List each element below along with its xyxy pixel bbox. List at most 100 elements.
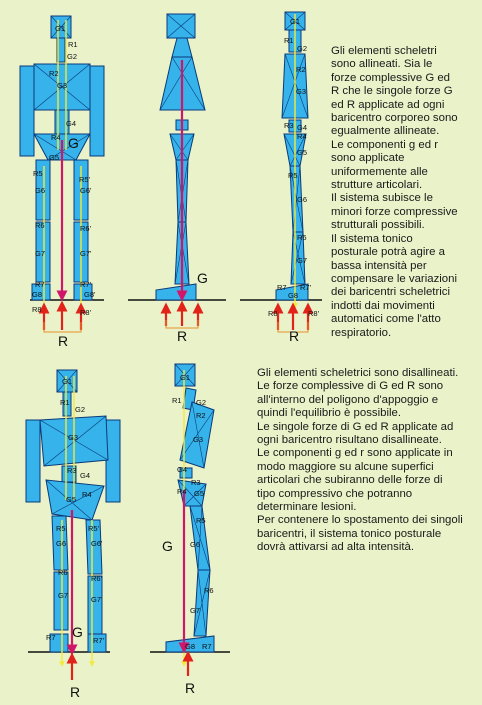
label-G4: G4	[177, 465, 187, 474]
figure-front-aligned: G1 R1 G2 R2 G3 G4 R4 G G5 R5 R5' G6 G6' …	[19, 15, 105, 349]
label-G4: G4	[80, 471, 90, 480]
label-R3: R3	[284, 121, 294, 130]
text-line: dovrà attivarsi ad alta intensità.	[257, 541, 415, 554]
label-G1: G1	[62, 377, 72, 386]
text-line: sono allineati. Sia le	[331, 58, 433, 71]
text-line: Le componenti g ed r sono applicate in	[257, 447, 453, 460]
label-G8: G8	[288, 291, 298, 300]
label-R4: R4	[297, 132, 307, 141]
label-G2: G2	[196, 398, 206, 407]
neck-block	[62, 391, 72, 417]
left-foot-block	[31, 283, 51, 301]
label-G5: G5	[49, 153, 59, 162]
label-G1: G1	[55, 24, 65, 33]
text-line: all'interno del poligono d'appoggio e	[257, 393, 439, 406]
text-line: baricentri, il sistema tonico posturale	[257, 527, 442, 540]
text-line: quindi l'equilibrio è possibile.	[257, 407, 402, 420]
label-G3: G3	[193, 435, 203, 444]
label-R7p: R7'	[80, 280, 92, 289]
label-G3: G3	[57, 81, 67, 90]
text-line: sono applicate	[331, 152, 405, 165]
label-G1: G1	[290, 17, 300, 26]
label-G5: G5	[297, 148, 307, 157]
label-R-total: R	[58, 333, 68, 349]
left-shin-block	[35, 221, 51, 283]
label-R4: R4	[177, 487, 187, 496]
text-line: respiratorio.	[331, 326, 392, 339]
label-R2: R2	[296, 65, 306, 74]
foot-block	[165, 635, 215, 653]
neck-block	[171, 37, 193, 58]
label-R-total: R	[185, 680, 195, 696]
text-line: Il sistema tonico	[331, 232, 413, 245]
right-foot-block	[73, 283, 93, 301]
label-R3: R3	[191, 478, 201, 487]
label-G7p: G7'	[91, 595, 103, 604]
label-R2: R2	[196, 411, 206, 420]
right-shin-block	[87, 575, 103, 635]
text-line: egualmente allineate.	[331, 125, 440, 138]
label-G1: G1	[180, 373, 190, 382]
label-R4: R4	[82, 490, 92, 499]
label-R1: R1	[284, 36, 294, 45]
text-line: Le componenti g ed r	[331, 138, 439, 151]
right-arm-block	[105, 419, 121, 503]
text-line: minori forze compressive	[331, 205, 458, 218]
label-G7: G7	[297, 256, 307, 265]
foot-block	[275, 283, 309, 301]
label-R6: R6	[297, 233, 307, 242]
right-arm-block	[89, 65, 105, 157]
label-G-total: G	[72, 624, 83, 640]
text-line: automatici come l'atto	[331, 313, 441, 326]
label-R8: R8	[32, 305, 42, 314]
text-line: articolari che subiranno delle forze di	[257, 474, 443, 487]
label-R4: R4	[51, 133, 61, 142]
label-R5p: R5'	[79, 175, 91, 184]
neck-block	[56, 37, 66, 63]
label-G6: G6	[56, 539, 66, 548]
label-G7p: G7'	[80, 249, 92, 258]
label-R5: R5	[33, 169, 43, 178]
text-line: Per contenere lo spostamento dei singoli	[257, 514, 463, 527]
text-line: indotti dai movimenti	[331, 299, 435, 312]
left-thigh-block	[35, 159, 51, 221]
label-G-total: G	[68, 135, 79, 151]
label-R5: R5	[196, 516, 206, 525]
text-line: Gli elementi scheletrici sono disallinea…	[257, 367, 459, 379]
label-R7p: R7'	[93, 636, 105, 645]
text-line: R che le singole forze G	[331, 85, 453, 98]
label-R6p: R6'	[91, 574, 103, 583]
text-line: bassa intensità per	[331, 259, 427, 272]
left-shin-block	[53, 571, 69, 631]
label-G2: G2	[75, 405, 85, 414]
left-arm-block	[25, 419, 41, 503]
figure-side-misaligned: G1 R1 G2 R2 G3 G4 R3 R4 G5 R5 G6 R6 G7 G…	[150, 363, 230, 696]
spine-block	[179, 467, 193, 479]
label-G6p: G6'	[91, 539, 103, 548]
text-line: uniformemente alle	[331, 165, 428, 178]
label-R8p: R8'	[80, 308, 92, 317]
text-line: strutturali possibili.	[331, 219, 425, 232]
label-R-total: R	[70, 684, 80, 700]
label-G7: G7	[190, 606, 200, 615]
label-R7: R7	[202, 642, 212, 651]
left-thigh-block	[51, 515, 69, 571]
label-G-total: G	[197, 270, 208, 286]
label-R8p: R8'	[308, 309, 320, 318]
label-G5: G5	[66, 495, 76, 504]
text-line: baricentro corporeo sono	[331, 112, 458, 125]
label-R-total: R	[177, 328, 187, 344]
text-line: Gli elementi scheletri	[331, 45, 437, 57]
label-G-total: G	[162, 538, 173, 554]
label-G5: G5	[194, 489, 204, 498]
label-R2: R2	[49, 69, 59, 78]
label-R5: R5	[56, 524, 66, 533]
text-line: tipo compressivo che potranno	[257, 487, 413, 500]
text-line: dei baricentri scheletrici	[331, 286, 451, 299]
label-R7: R7	[277, 283, 287, 292]
label-G4: G4	[297, 123, 307, 132]
label-G7: G7	[58, 591, 68, 600]
label-G2: G2	[67, 52, 77, 61]
figure-side-aligned-labeled: G1 R1 G2 R2 G3 R3 G4 R4 G5 R5 G6 R6 G7 R…	[240, 11, 322, 344]
